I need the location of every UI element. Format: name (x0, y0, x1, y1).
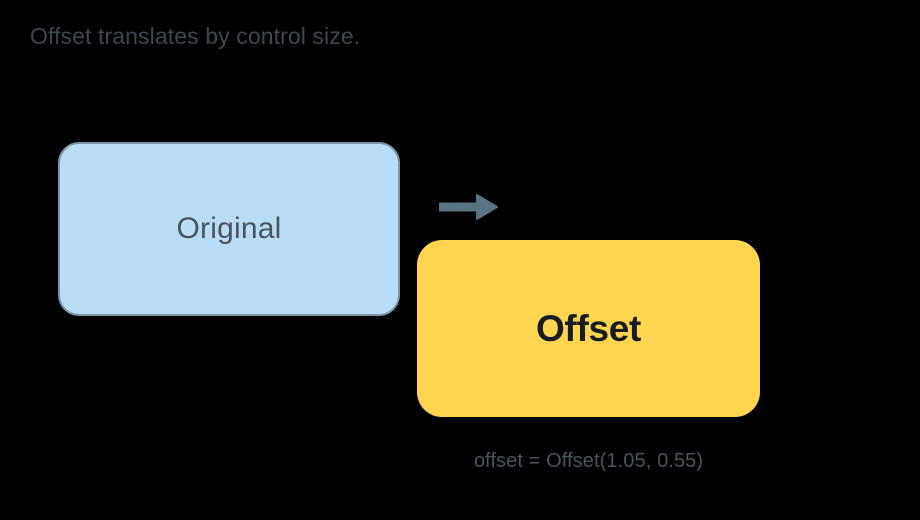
original-box-label: Original (176, 212, 282, 245)
original-control-box: Original (58, 142, 400, 316)
arrow-right-icon (437, 190, 501, 224)
page-title: Offset translates by control size. (30, 23, 361, 49)
offset-box-label: Offset (535, 307, 642, 349)
offset-control-box: Offset (417, 240, 760, 417)
offset-formula-caption: offset = Offset(1.05, 0.55) (473, 450, 704, 472)
